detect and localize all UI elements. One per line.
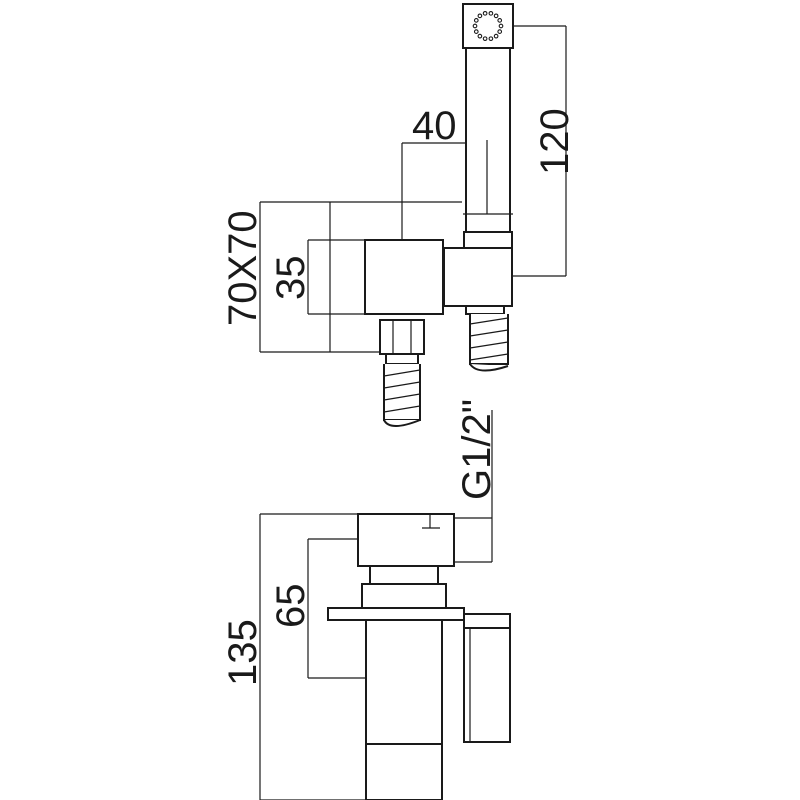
spray-holes	[472, 10, 504, 42]
shower-head	[462, 3, 514, 249]
side-view: G1/2" 135 65	[221, 399, 511, 800]
dim-120-label: 120	[533, 108, 577, 175]
spray-hole	[493, 13, 499, 19]
dimension-lines-side	[259, 410, 493, 800]
spray-hole	[472, 23, 478, 29]
dim-35-label: 35	[269, 256, 313, 301]
shower-hose	[469, 314, 509, 372]
valve-body-side	[327, 513, 465, 800]
dim-thread-label: G1/2"	[455, 399, 499, 500]
dim-70x70-label: 70X70	[221, 210, 265, 326]
lever-handle	[463, 613, 511, 743]
dimension-lines-top	[259, 25, 567, 353]
spray-hole	[482, 10, 488, 16]
spray-hole	[482, 36, 488, 42]
top-view: 120 40 70X70 35	[221, 3, 577, 427]
spray-hole	[498, 23, 504, 29]
spray-hole	[493, 33, 499, 39]
spray-hole	[488, 36, 494, 42]
spray-hole	[497, 29, 503, 34]
spray-hole	[497, 18, 503, 23]
spray-hole	[473, 18, 479, 23]
spray-hole	[473, 29, 479, 34]
spray-hole	[477, 33, 483, 39]
spray-hole	[477, 13, 483, 19]
dim-65-label: 65	[269, 584, 313, 629]
dim-135-label: 135	[221, 619, 265, 686]
inlet-nut	[379, 319, 425, 365]
inlet-hose	[383, 364, 421, 427]
dim-40-label: 40	[412, 104, 457, 148]
spray-hole	[488, 10, 494, 16]
valve-body-top	[364, 239, 513, 315]
